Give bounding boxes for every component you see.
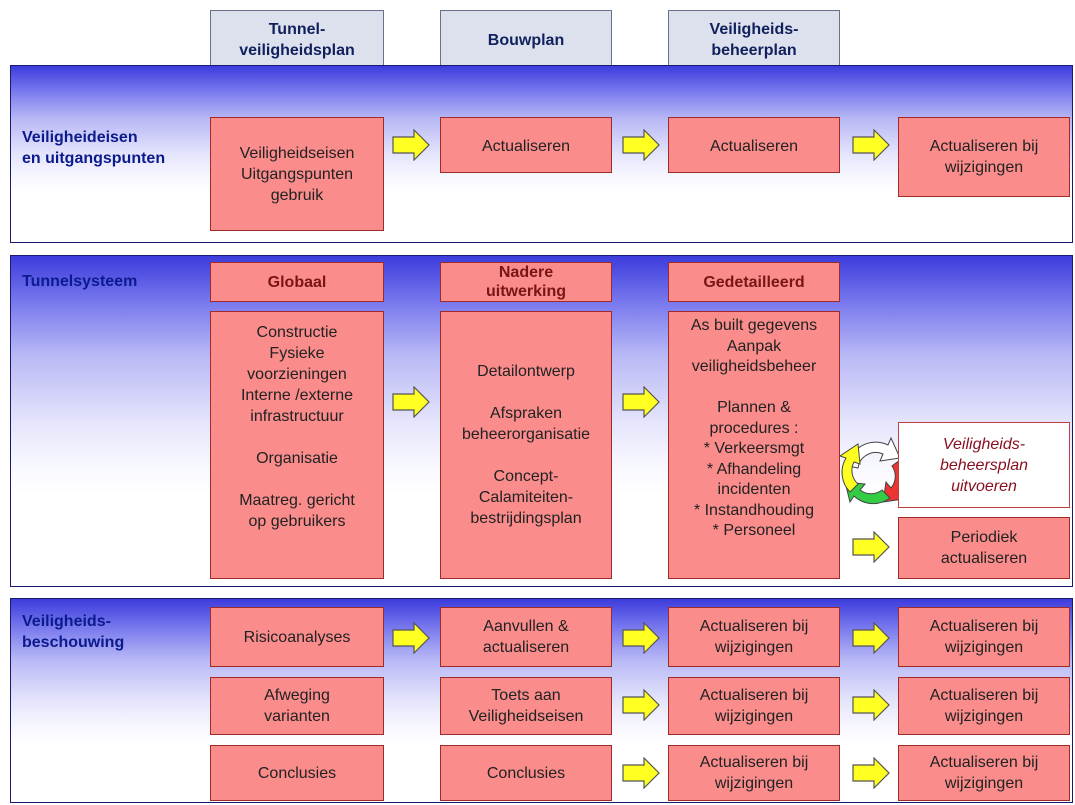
arrow-right-icon [852, 622, 890, 654]
band-title-eisen: Veiligheideisen en uitgangspunten [22, 129, 166, 167]
header-globaal: Globaal [210, 262, 384, 302]
row3-conclusies-2: Conclusies [440, 745, 612, 801]
row2-actualiseren-1: Actualiseren bij wijzigingen [668, 677, 840, 735]
row2-actualiseren-2: Actualiseren bij wijzigingen [898, 677, 1070, 735]
content-globaal: Constructie Fysieke voorzieningen Intern… [210, 311, 384, 579]
band-title-tunnelsysteem: Tunnelsysteem [22, 273, 138, 290]
content-gedetailleerd: As built gegevens Aanpak veiligheidsbehe… [668, 311, 840, 579]
box-periodiek-actualiseren: Periodiek actualiseren [898, 517, 1070, 579]
box-actualiseren-beheerplan: Actualiseren [668, 117, 840, 173]
arrow-right-icon [852, 129, 890, 161]
row2-toets: Toets aan Veiligheidseisen [440, 677, 612, 735]
row1-actualiseren-1: Actualiseren bij wijzigingen [668, 607, 840, 667]
arrow-right-icon [622, 689, 660, 721]
arrow-right-icon [622, 622, 660, 654]
band-title-beschouwing: Veiligheids- beschouwing [22, 613, 125, 651]
row1-aanvullen: Aanvullen & actualiseren [440, 607, 612, 667]
doc-tunnelveiligheidsplan: Tunnel- veiligheidsplan [210, 10, 384, 70]
arrow-right-icon [852, 689, 890, 721]
doc-veiligheidsbeheerplan: Veiligheids- beheerplan [668, 10, 840, 70]
arrow-right-icon [622, 129, 660, 161]
arrow-right-icon [392, 622, 430, 654]
box-actualiseren-bouwplan: Actualiseren [440, 117, 612, 173]
doc-bouwplan: Bouwplan [440, 10, 612, 70]
header-gedetailleerd: Gedetailleerd [668, 262, 840, 302]
row2-afweging: Afweging varianten [210, 677, 384, 735]
arrow-right-icon [852, 531, 890, 563]
row3-actualiseren-1: Actualiseren bij wijzigingen [668, 745, 840, 801]
header-nadere-uitwerking: Nadere uitwerking [440, 262, 612, 302]
content-nadere-uitwerking: Detailontwerp Afspraken beheerorganisati… [440, 311, 612, 579]
row1-risicoanalyses: Risicoanalyses [210, 607, 384, 667]
arrow-right-icon [622, 757, 660, 789]
row3-conclusies-1: Conclusies [210, 745, 384, 801]
box-actualiseren-wijzigingen: Actualiseren bij wijzigingen [898, 117, 1070, 197]
arrow-right-icon [852, 757, 890, 789]
arrow-right-icon [392, 129, 430, 161]
box-veiligheidseisen: Veiligheidseisen Uitgangspunten gebruik [210, 117, 384, 231]
box-beheersplan-uitvoeren: Veiligheids- beheersplan uitvoeren [898, 422, 1070, 508]
arrow-right-icon [622, 386, 660, 418]
row1-actualiseren-2: Actualiseren bij wijzigingen [898, 607, 1070, 667]
row3-actualiseren-2: Actualiseren bij wijzigingen [898, 745, 1070, 801]
arrow-right-icon [392, 386, 430, 418]
